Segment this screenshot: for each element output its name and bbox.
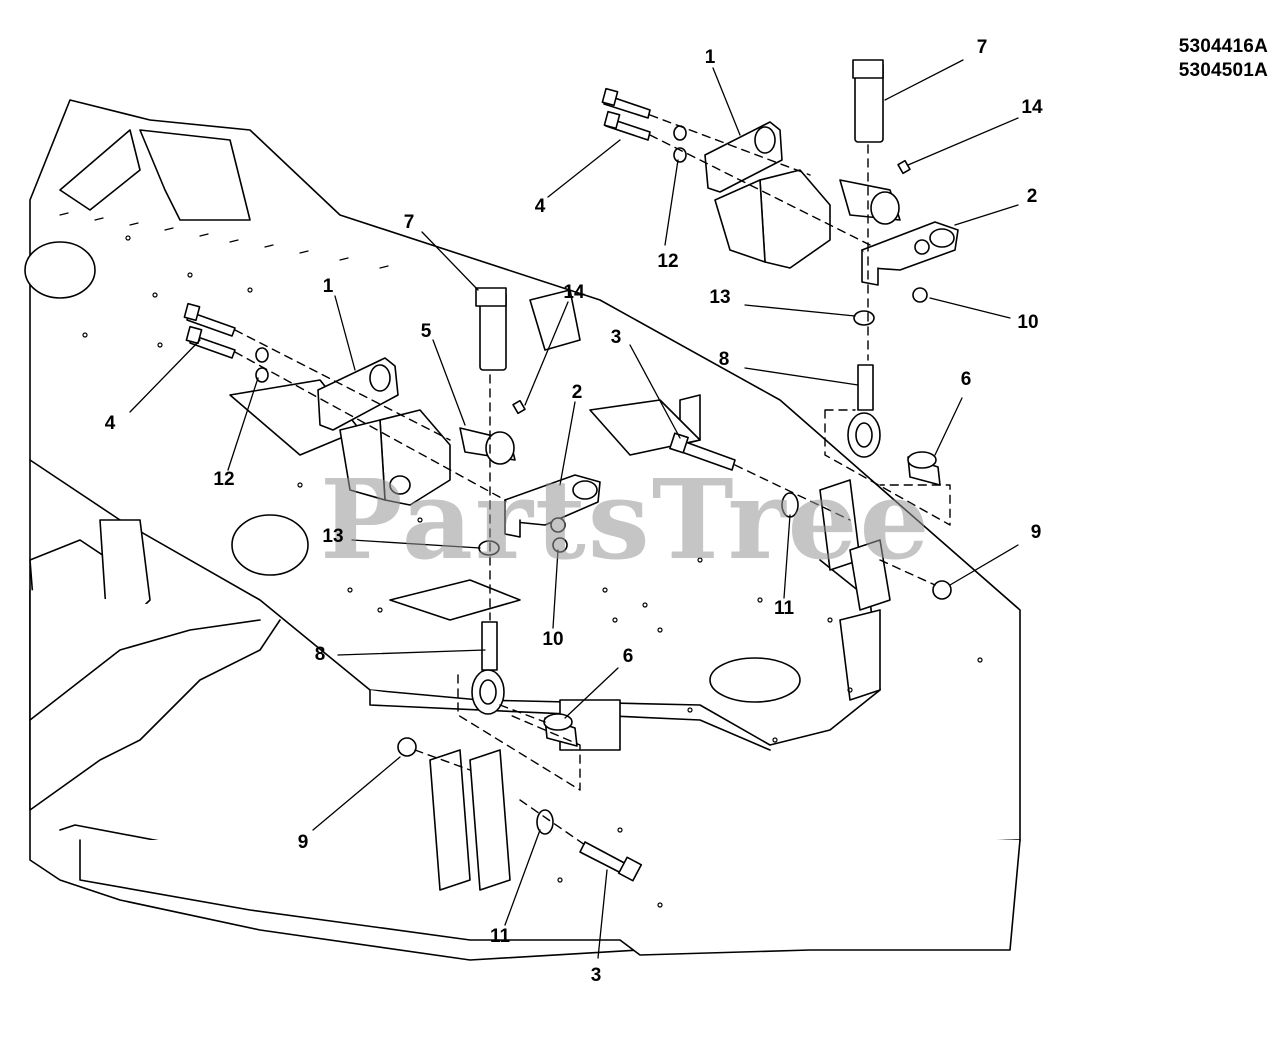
callout-7: 7 <box>403 212 415 233</box>
callout-14: 14 <box>563 282 585 303</box>
callout-8: 8 <box>718 349 730 370</box>
callout-2: 2 <box>571 382 583 403</box>
callout-3: 3 <box>590 965 602 986</box>
part-number-1: 5304416A <box>1178 36 1268 57</box>
assembly-lines <box>234 114 951 846</box>
callout-2: 2 <box>1026 186 1038 207</box>
callout-10: 10 <box>542 629 564 650</box>
callout-13: 13 <box>322 526 344 547</box>
left-hanger-assembly <box>183 287 643 882</box>
callout-12: 12 <box>213 469 235 490</box>
callout-11: 11 <box>489 926 511 947</box>
mower-deck <box>24 99 1021 961</box>
callout-1: 1 <box>704 47 716 68</box>
part-number-2: 5304501A <box>1178 60 1268 81</box>
callout-5: 5 <box>420 321 432 342</box>
callout-8: 8 <box>314 644 326 665</box>
callout-7: 7 <box>976 37 988 58</box>
callout-4: 4 <box>534 196 546 217</box>
watermark: PartsTree <box>320 455 932 584</box>
callout-9: 9 <box>1030 522 1042 543</box>
callout-1: 1 <box>322 276 334 297</box>
callout-9: 9 <box>297 832 309 853</box>
deck-perforations <box>59 212 983 908</box>
leader-lines <box>129 59 1019 959</box>
callout-12: 12 <box>657 251 679 272</box>
callout-4: 4 <box>104 413 116 434</box>
callout-10: 10 <box>1017 312 1039 333</box>
callout-11: 11 <box>773 598 795 619</box>
callout-14: 14 <box>1021 97 1043 118</box>
callout-3: 3 <box>610 327 622 348</box>
callout-6: 6 <box>622 646 634 667</box>
callout-13: 13 <box>709 287 731 308</box>
right-hanger-assembly <box>601 59 959 600</box>
callout-6: 6 <box>960 369 972 390</box>
